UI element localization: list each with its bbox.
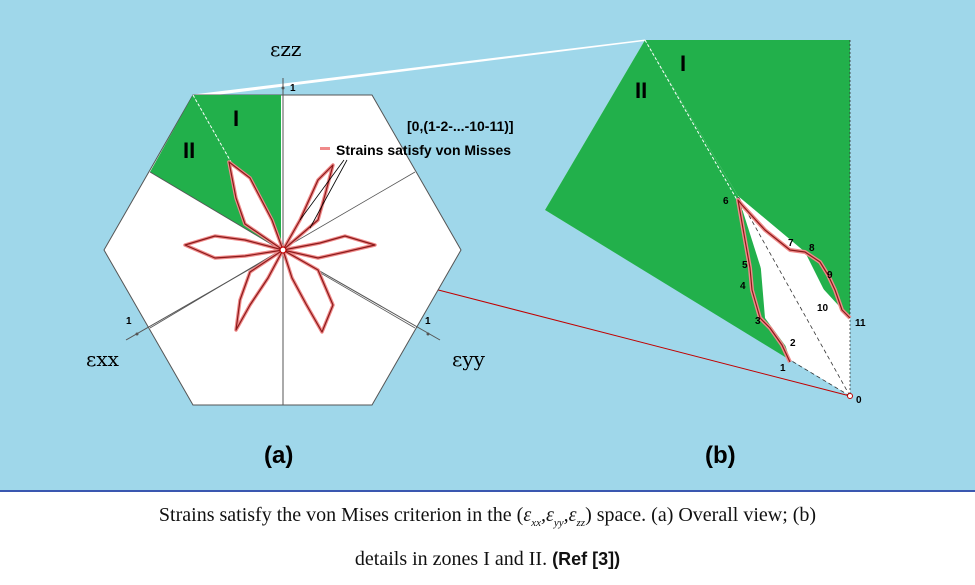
- point-label-1: 1: [780, 363, 786, 374]
- panel-a-label: (a): [264, 442, 293, 469]
- projection-band: [193, 40, 645, 97]
- zone-II-area-b: [545, 40, 790, 360]
- caption-text-line2: details in zones I and II.: [354, 548, 548, 570]
- point-label-5: 5: [742, 260, 748, 271]
- point-label-3: 3: [755, 316, 761, 327]
- point-label-9: 9: [827, 270, 833, 281]
- axis-yy-label: εyy: [452, 347, 486, 371]
- origin-marker-b: [847, 393, 853, 399]
- zone-b-dashes: [737, 195, 851, 397]
- caption-text-start: Strains satisfy the von Mises criterion …: [158, 504, 524, 526]
- panel-b-label: (b): [705, 442, 736, 469]
- zone-II-label-b: II: [635, 78, 647, 103]
- point-label-6: 6: [723, 196, 729, 207]
- zone-I-label-b: I: [680, 51, 686, 76]
- point-label-7: 7: [788, 238, 794, 249]
- tick-zz-label: 1: [290, 83, 296, 94]
- annotation-legend: Strains satisfy von Misses: [336, 142, 511, 158]
- point-label-4: 4: [740, 281, 746, 292]
- diagram-svg: εzz εxx εyy 1 1 1 I II [0,(1-2-...-10-11…: [86, 37, 866, 469]
- point-label-11: 11: [855, 318, 866, 329]
- zone-I-label-a: I: [233, 106, 239, 131]
- tick-xx-marker: [135, 332, 139, 336]
- axis-zz-label: εzz: [270, 37, 301, 61]
- point-label-8: 8: [809, 243, 815, 254]
- annotation-path: [0,(1-2-...-10-11)]: [407, 118, 514, 134]
- point-label-0: 0: [856, 395, 862, 406]
- caption-line-2: details in zones I and II. (Ref [3]): [0, 548, 975, 571]
- strain-curve-b: [736, 198, 852, 363]
- caption-reference: (Ref [3]): [552, 549, 621, 569]
- tick-zz-marker: [281, 86, 285, 90]
- caption-math: εxx,εyy,εzz: [523, 504, 586, 529]
- point-label-10: 10: [817, 303, 829, 314]
- figure-caption: Strains satisfy the von Mises criterion …: [0, 490, 975, 585]
- caption-line-1: Strains satisfy the von Mises criterion …: [0, 504, 975, 529]
- figure-area: εzz εxx εyy 1 1 1 I II [0,(1-2-...-10-11…: [0, 0, 975, 490]
- annotation-leaders: [299, 159, 348, 229]
- legend-swatch: [320, 147, 330, 150]
- origin-marker: [279, 246, 287, 254]
- zone-II-label-a: II: [183, 138, 195, 163]
- zone-b-diagonal: [644, 39, 851, 397]
- tick-yy-label: 1: [425, 316, 431, 327]
- tick-xx-label: 1: [126, 316, 132, 327]
- axis-xx-line: [125, 249, 284, 341]
- point-label-2: 2: [790, 338, 796, 349]
- axis-xx-label: εxx: [86, 347, 120, 371]
- tick-yy-marker: [426, 332, 430, 336]
- caption-text-end: ) space. (a) Overall view; (b): [585, 504, 817, 526]
